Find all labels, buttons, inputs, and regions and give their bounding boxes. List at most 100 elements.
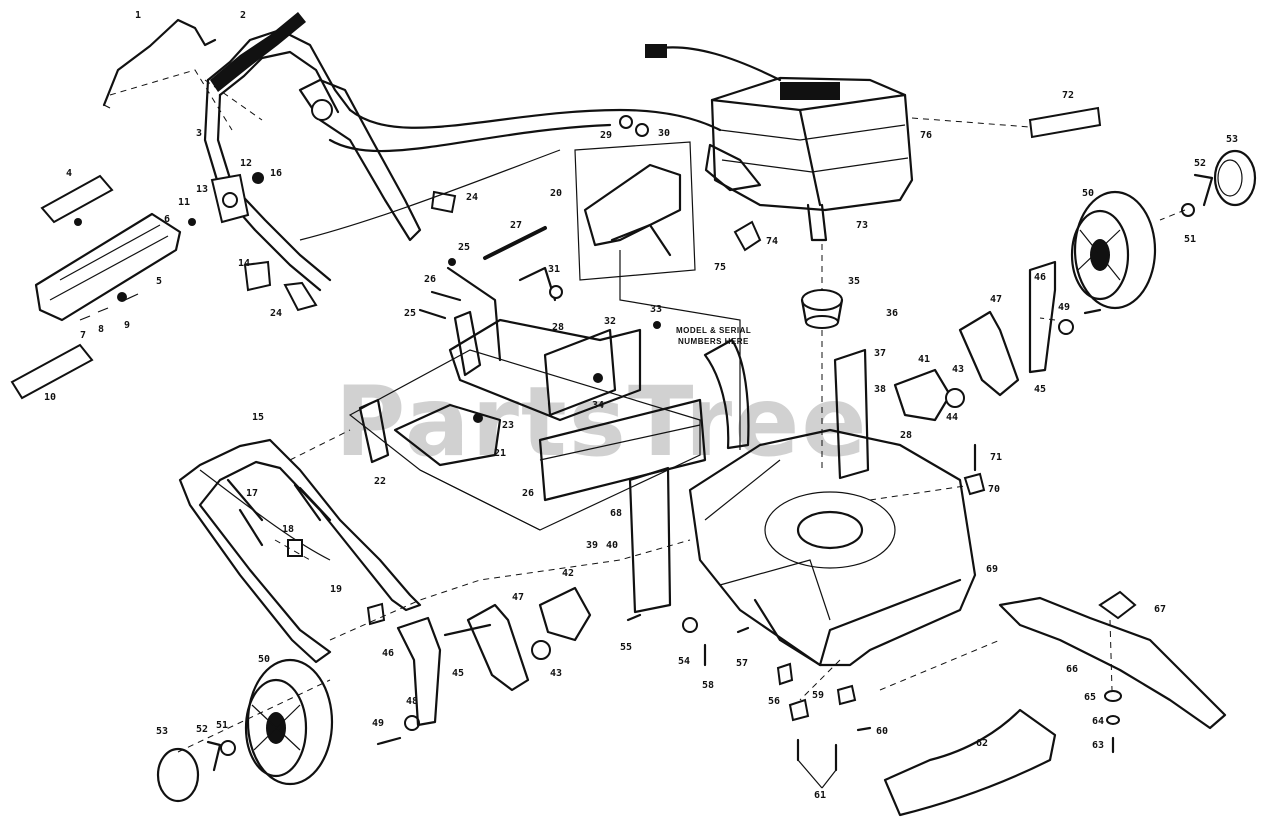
part-label-30: 30 [658, 128, 670, 139]
bolts-54-55-57-58 [626, 613, 750, 667]
part-label-50: 50 [1082, 188, 1094, 199]
part-label-1: 1 [135, 10, 141, 21]
part-label-35: 35 [848, 276, 860, 287]
part-label-33: 33 [650, 304, 662, 315]
part-label-43: 43 [952, 364, 964, 375]
pivot-29 [453, 310, 482, 377]
label-strip-72 [911, 106, 1102, 139]
height-adjuster-right [833, 260, 1057, 480]
part-label-51b: 51 [216, 720, 228, 731]
part-label-28: 28 [900, 430, 912, 441]
bottom-hardware [776, 662, 872, 789]
small-hardware-left [74, 172, 264, 321]
hubcap-53-left [156, 747, 200, 803]
lower-handle-bracket [298, 78, 422, 242]
blade-adapter-67 [1098, 590, 1137, 620]
wheel-50-left [244, 658, 334, 786]
part-label-23: 23 [502, 420, 514, 431]
wheel-hardware-right [1058, 173, 1214, 335]
part-label-7: 7 [80, 330, 86, 341]
rear-handle-frame [178, 438, 422, 664]
part-label-13: 13 [196, 184, 208, 195]
handle-knob-24 [430, 190, 457, 214]
height-adjuster-left [396, 466, 672, 727]
rod-27 [483, 226, 547, 260]
serial-note-line1: MODEL & SERIAL [676, 326, 751, 335]
plate-10 [10, 343, 94, 400]
part-label-41: 41 [918, 354, 930, 365]
part-label-24b: 24 [270, 308, 282, 319]
wheel-hardware-left [206, 715, 420, 772]
baffle-62 [883, 708, 1057, 817]
part-label-20: 20 [550, 188, 562, 199]
part-label-67: 67 [1154, 604, 1166, 615]
part-label-62: 62 [976, 738, 988, 749]
hubcap-53-right [1213, 149, 1257, 207]
part-label-18: 18 [282, 524, 294, 535]
part-label-5: 5 [156, 276, 162, 287]
part-label-15: 15 [252, 412, 264, 423]
watermark: PartsTree [335, 366, 868, 478]
part-label-46: 46 [1034, 272, 1046, 283]
part-label-9: 9 [124, 320, 130, 331]
part-label-39: 39 [586, 540, 598, 551]
blade-adapter-35 [800, 289, 844, 329]
part-label-24: 24 [466, 192, 478, 203]
part-label-49: 49 [1058, 302, 1070, 313]
small-bolts-center [448, 258, 661, 423]
bolts-70-71 [869, 443, 986, 501]
part-label-47b: 47 [512, 592, 524, 603]
rear-flap [703, 338, 750, 450]
part-label-66: 66 [1066, 664, 1078, 675]
leader-lines [109, 69, 1186, 753]
part-label-57: 57 [736, 658, 748, 669]
handle-grip-2 [210, 12, 306, 92]
part-label-75: 75 [714, 262, 726, 273]
part-label-46b: 46 [382, 648, 394, 659]
part-label-52: 52 [1194, 158, 1206, 169]
part-label-36: 36 [886, 308, 898, 319]
part-label-27: 27 [510, 220, 522, 231]
part-label-68: 68 [610, 508, 622, 519]
part-label-58: 58 [702, 680, 714, 691]
part-label-2: 2 [240, 10, 246, 21]
rear-baffle-28 [538, 398, 707, 502]
part-label-63: 63 [1092, 740, 1104, 751]
part-label-54: 54 [678, 656, 690, 667]
part-label-28b: 28 [552, 322, 564, 333]
cable-assembly [299, 44, 782, 241]
part-label-25b: 25 [404, 308, 416, 319]
knob-74 [733, 220, 762, 252]
engine-76 [704, 76, 914, 212]
baffle-bracket-32 [448, 318, 642, 422]
control-bail-1 [102, 18, 217, 109]
part-label-11: 11 [178, 197, 190, 208]
blade-bolt-stack [1104, 690, 1122, 754]
part-label-17: 17 [246, 488, 258, 499]
latch-parts-25-26-31 [418, 266, 563, 362]
part-label-53: 53 [1226, 134, 1238, 145]
tag-plate-4 [40, 174, 114, 224]
part-label-45b: 45 [452, 668, 464, 679]
part-label-19: 19 [330, 584, 342, 595]
part-label-56: 56 [768, 696, 780, 707]
part-label-69: 69 [986, 564, 998, 575]
control-housing [574, 141, 741, 450]
part-label-34: 34 [592, 400, 604, 411]
part-label-29: 29 [600, 130, 612, 141]
part-label-38: 38 [874, 384, 886, 395]
part-label-3: 3 [196, 128, 202, 139]
part-label-44: 44 [946, 412, 958, 423]
part-label-47: 47 [990, 294, 1002, 305]
part-label-37: 37 [874, 348, 886, 359]
part-label-70: 70 [988, 484, 1000, 495]
part-label-22: 22 [374, 476, 386, 487]
part-label-16: 16 [270, 168, 282, 179]
part-label-45: 45 [1034, 384, 1046, 395]
part-label-43b: 43 [550, 668, 562, 679]
wheel-50-right [1070, 190, 1157, 310]
part-label-26: 26 [424, 274, 436, 285]
deck-69 [688, 428, 977, 667]
part-label-65: 65 [1084, 692, 1096, 703]
part-label-64: 64 [1092, 716, 1104, 727]
